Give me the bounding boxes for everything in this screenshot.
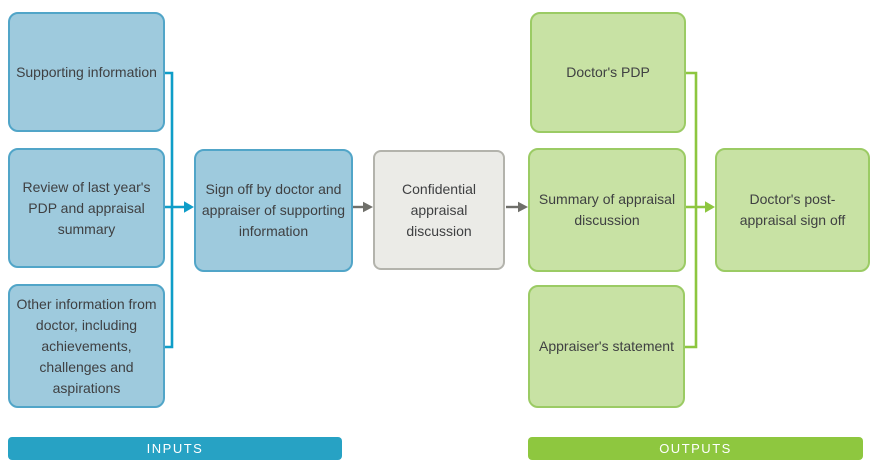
inputs-section-label: INPUTS — [146, 441, 204, 456]
inputs-section-bar: INPUTS — [8, 437, 342, 460]
node-appraisers-statement: Appraiser's statement — [528, 285, 685, 408]
node-review-last-year: Review of last year's PDP and appraisal … — [8, 148, 165, 268]
inputs-bracket-line — [165, 71, 174, 349]
outputs-section-label: OUTPUTS — [659, 441, 732, 456]
node-sign-off: Sign off by doctor and appraiser of supp… — [194, 149, 353, 272]
discussion-to-outputs-arrowhead-icon — [518, 201, 528, 213]
signoff-to-discussion-arrowhead-icon — [363, 201, 373, 213]
node-doctors-post-sign-off: Doctor's post-appraisal sign off — [715, 148, 870, 272]
node-doctors-post-sign-off-label: Doctor's post-appraisal sign off — [739, 191, 846, 228]
node-confidential-discussion-label: Confidential appraisal discussion — [402, 180, 476, 239]
node-summary-discussion-label: Summary of appraisal discussion — [538, 191, 676, 228]
node-other-information-label: Other information from doctor, including… — [16, 295, 157, 396]
node-doctors-pdp-label: Doctor's PDP — [566, 64, 650, 80]
outputs-arrowhead-icon — [705, 201, 715, 213]
node-doctors-pdp: Doctor's PDP — [530, 12, 686, 133]
node-other-information: Other information from doctor, including… — [8, 284, 165, 408]
inputs-arrowhead-icon — [184, 201, 194, 213]
node-review-last-year-label: Review of last year's PDP and appraisal … — [22, 178, 151, 237]
node-summary-discussion: Summary of appraisal discussion — [528, 148, 686, 272]
outputs-bracket-line — [685, 71, 698, 349]
node-supporting-information-label: Supporting information — [16, 63, 157, 80]
node-confidential-discussion: Confidential appraisal discussion — [373, 150, 505, 270]
node-appraisers-statement-label: Appraiser's statement — [539, 338, 674, 354]
outputs-section-bar: OUTPUTS — [528, 437, 863, 460]
node-sign-off-label: Sign off by doctor and appraiser of supp… — [201, 181, 346, 239]
node-supporting-information: Supporting information — [8, 12, 165, 132]
